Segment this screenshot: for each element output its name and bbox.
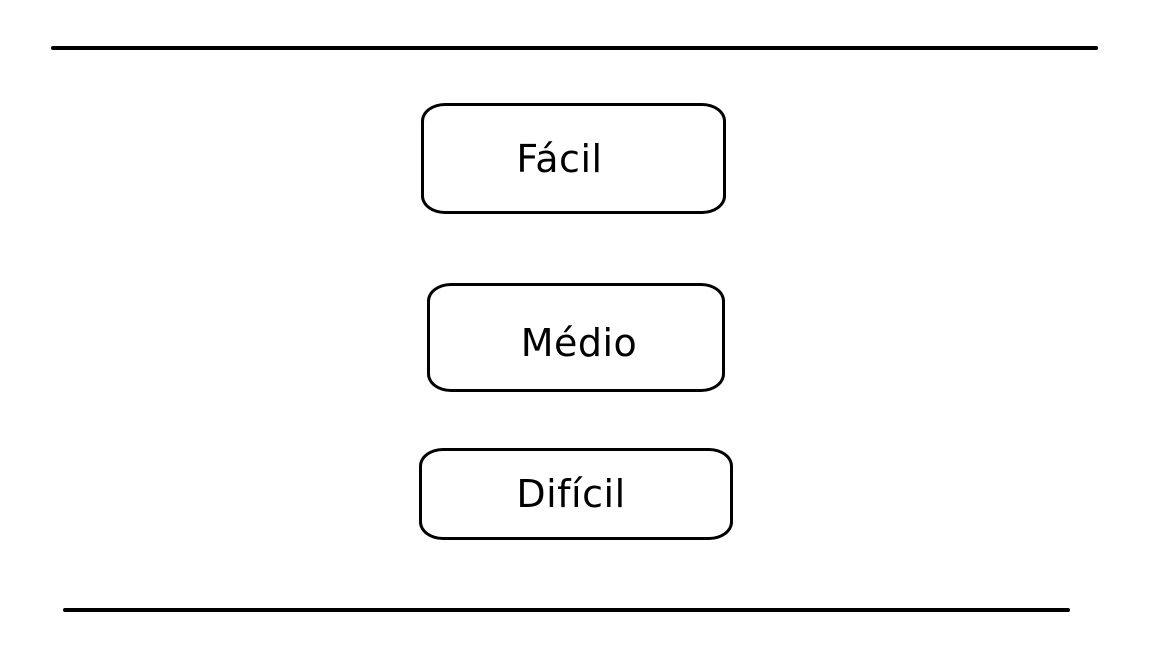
top-divider	[51, 46, 1098, 50]
easy-button-label: Fácil	[516, 136, 603, 181]
hard-button[interactable]: Difícil	[419, 448, 733, 540]
easy-button[interactable]: Fácil	[421, 103, 726, 214]
medium-button-label: Médio	[520, 320, 638, 365]
medium-button[interactable]: Médio	[427, 283, 725, 392]
bottom-divider	[63, 608, 1070, 612]
hard-button-label: Difícil	[516, 472, 626, 516]
